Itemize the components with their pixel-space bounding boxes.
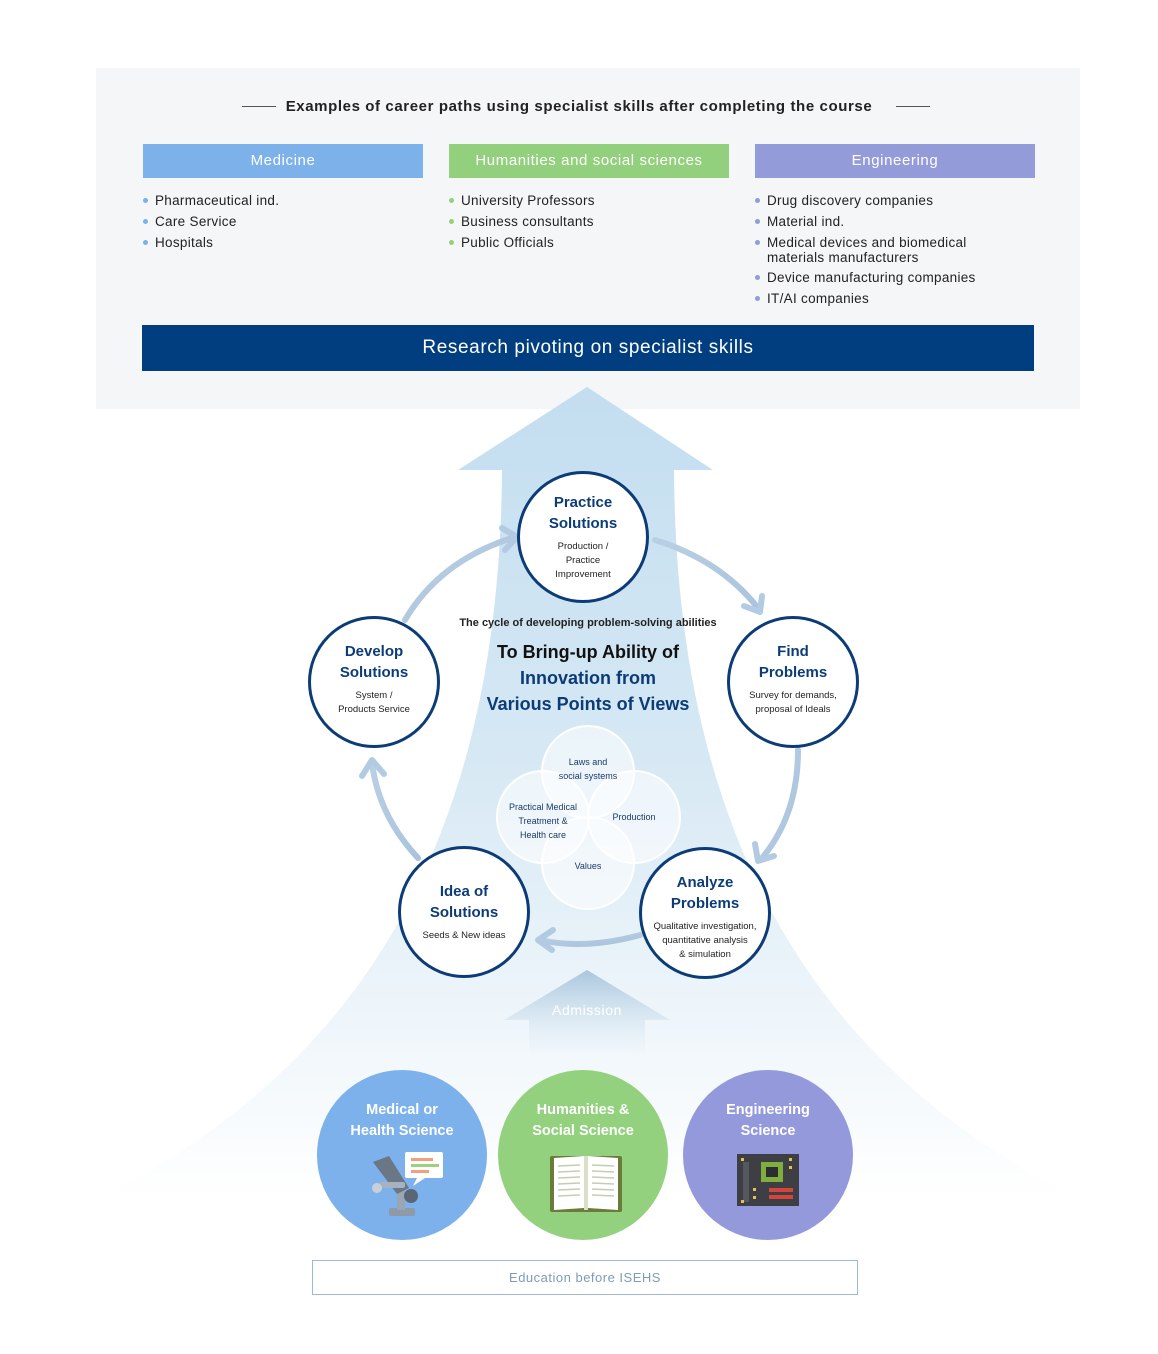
arrowhead-to-idea: [535, 927, 556, 953]
node-description: System / Products Service: [338, 690, 410, 715]
career-item: Pharmaceutical ind.: [155, 193, 280, 208]
career-item: Hospitals: [155, 235, 214, 250]
node-description: Survey for demands, proposal of Ideals: [749, 690, 837, 715]
bullet-dot: [449, 198, 454, 203]
arrowhead-to-develop: [359, 757, 387, 779]
bullet-dot: [755, 296, 760, 301]
venn-circle-bottom: [541, 816, 635, 910]
list-item: Pharmaceutical ind.: [143, 193, 433, 209]
bullet-dot: [755, 275, 760, 280]
career-item: Care Service: [155, 214, 237, 229]
list-item: Device manufacturing companies: [755, 270, 1045, 286]
node-title: Find Problems: [758, 643, 828, 681]
node-title: Analyze Problems: [670, 874, 740, 912]
category-header-humanities: Humanities and social sciences: [449, 144, 729, 178]
career-paths-heading: Examples of career paths using specialis…: [285, 98, 873, 115]
node-develop-solutions: Develop Solutions System / Products Serv…: [308, 616, 440, 748]
heading-rule-right: [896, 106, 930, 107]
background-engineering-science: Engineering Science: [683, 1070, 853, 1240]
list-item: Public Officials: [449, 235, 739, 251]
cycle-title-line-2: Innovation from: [520, 668, 656, 688]
bullet-dot: [755, 219, 760, 224]
arc-idea-to-develop: [369, 759, 421, 861]
node-title: Develop Solutions: [339, 643, 409, 681]
bullet-dot: [143, 198, 148, 203]
node-title: Idea of Solutions: [429, 883, 499, 921]
node-find-problems: Find Problems Survey for demands, propos…: [727, 616, 859, 748]
node-description: Qualitative investigation, quantitative …: [653, 921, 757, 960]
career-item: Device manufacturing companies: [767, 270, 976, 285]
admission-arrow: [504, 970, 670, 1055]
list-item: IT/AI companies: [755, 291, 1045, 307]
background-humanities-social: Humanities & Social Science: [498, 1070, 668, 1240]
open-book-icon: [550, 1156, 622, 1212]
category-header-engineering: Engineering: [755, 144, 1035, 178]
admission-label: Admission: [552, 1002, 622, 1018]
cycle-ring: [369, 534, 801, 947]
arc-find-to-analyze: [759, 747, 801, 861]
node-description: Seeds & New ideas: [422, 930, 506, 941]
education-before-isehs: Education before ISEHS: [312, 1260, 858, 1295]
bullet-dot: [755, 198, 760, 203]
cycle-title-line-3: Various Points of Views: [486, 694, 690, 714]
cycle-title-line-1: To Bring-up Ability of: [497, 642, 679, 662]
venn-label-values: Values: [574, 861, 602, 871]
heading-rule-left: [242, 106, 276, 107]
medicine-career-list: Pharmaceutical ind. Care Service Hospita…: [143, 193, 433, 256]
cycle-caption: The cycle of developing problem-solving …: [459, 617, 717, 629]
arrowhead-to-analyze: [752, 841, 777, 864]
bullet-dot: [755, 240, 760, 245]
background-title: Humanities & Social Science: [532, 1102, 634, 1139]
background-title: Medical or Health Science: [350, 1102, 454, 1139]
research-bar: Research pivoting on specialist skills: [142, 325, 1034, 371]
list-item: Material ind.: [755, 214, 1045, 230]
arc-develop-to-practice: [402, 534, 518, 623]
list-item: Business consultants: [449, 214, 739, 230]
arc-analyze-to-idea: [537, 932, 643, 947]
career-item: Drug discovery companies: [767, 193, 934, 208]
node-practice-solutions: Practice Solutions Production / Practice…: [517, 471, 649, 603]
background-medical-health: Medical or Health Science: [317, 1070, 487, 1240]
bullet-dot: [143, 219, 148, 224]
venn-label-production: Production: [612, 812, 656, 822]
microscope-icon: [372, 1152, 443, 1216]
bullet-dot: [449, 240, 454, 245]
background-title: Engineering Science: [726, 1102, 810, 1139]
career-item: Business consultants: [461, 214, 594, 229]
list-item: Medical devices and biomedical materials…: [755, 235, 1045, 265]
list-item: Care Service: [143, 214, 433, 230]
venn-label-laws: Laws and social systems: [558, 757, 618, 781]
node-idea-of-solutions: Idea of Solutions Seeds & New ideas: [398, 846, 530, 978]
list-item: Drug discovery companies: [755, 193, 1045, 209]
bullet-dot: [449, 219, 454, 224]
venn-diagram: [496, 725, 681, 910]
career-item: University Professors: [461, 193, 595, 208]
node-description: Production / Practice Improvement: [555, 541, 611, 580]
node-analyze-problems: Analyze Problems Qualitative investigati…: [639, 847, 771, 979]
career-item: Medical devices and biomedical materials…: [767, 235, 967, 265]
career-item: Public Officials: [461, 235, 555, 250]
arrowhead-to-find: [741, 593, 765, 615]
venn-label-medical: Practical Medical Treatment & Health car…: [508, 802, 578, 840]
category-header-medicine: Medicine: [143, 144, 423, 178]
career-item: Material ind.: [767, 214, 845, 229]
circuit-board-icon: [737, 1154, 799, 1206]
humanities-career-list: University Professors Business consultan…: [449, 193, 739, 256]
list-item: University Professors: [449, 193, 739, 209]
list-item: Hospitals: [143, 235, 433, 251]
node-title: Practice Solutions: [548, 494, 618, 532]
bullet-dot: [143, 240, 148, 245]
arc-practice-to-find: [652, 537, 761, 611]
engineering-career-list: Drug discovery companies Material ind. M…: [755, 193, 1045, 312]
career-item: IT/AI companies: [767, 291, 870, 306]
